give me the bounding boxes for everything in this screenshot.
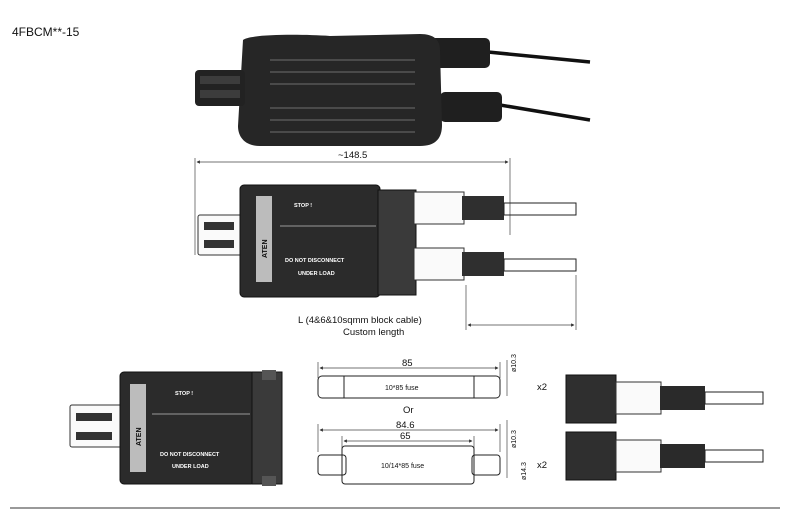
cable-note-line1: L (4&6&10sqmm block cable) (298, 315, 422, 326)
photo-cable-bottom (499, 103, 591, 122)
side-drawing: ~148.5 ATEN STOP ! DO NOT DISCONNECT UND… (194, 150, 577, 338)
drawing-warning-line2: UNDER LOAD (298, 271, 335, 277)
gland-detail-cable-bottom (704, 449, 764, 463)
cable-note-line2: Custom length (343, 327, 404, 338)
fuse-b-qty: x2 (537, 460, 547, 471)
drawing-gland-bottom (413, 247, 465, 281)
drawing-brand-panel (256, 196, 272, 282)
fuse-or-label: Or (403, 405, 414, 416)
photo-plug-slot-bottom (200, 90, 240, 98)
detail-front-plug (69, 404, 123, 448)
fuse-a-label: 10*85 fuse (385, 385, 419, 392)
gland-detail-nut-top (660, 386, 705, 410)
overall-length-label: ~148.5 (338, 150, 367, 161)
gland-detail-seal-bottom (615, 439, 662, 473)
drawing-branch-block (377, 189, 417, 296)
drawing-front-plug (197, 214, 244, 256)
fuse-b-body (341, 445, 475, 485)
drawing-cable-bottom (503, 258, 577, 272)
drawing-nut-top (462, 196, 504, 220)
fuse-b-body-label: 65 (400, 431, 411, 442)
photo-front-plug (195, 70, 245, 106)
detail-latch-top (262, 370, 276, 380)
fuse-b-label: 10/14*85 fuse (381, 463, 424, 470)
fuse-a-length-label: 85 (402, 358, 413, 369)
drawing-warning-line1: DO NOT DISCONNECT (285, 258, 345, 264)
photo-housing-ribs (270, 59, 415, 133)
drawing-brand-text: ATEN (262, 239, 269, 258)
drawing-plug-pin-top (204, 222, 234, 230)
gland-detail-housing-bottom (565, 431, 617, 481)
gland-detail-nut-bottom (660, 444, 705, 468)
photo-gland-top (428, 38, 490, 68)
detail-plug-pin-bottom (76, 432, 112, 440)
photo-housing (238, 34, 442, 146)
photo-plug-slot-top (200, 76, 240, 84)
drawing-cable-top (503, 202, 577, 216)
front-detail-drawing: ATEN STOP ! DO NOT DISCONNECT UNDER LOAD (69, 370, 283, 486)
photo-gland-bottom (440, 92, 502, 122)
model-label: 4FBCM**-15 (12, 25, 80, 39)
photo-cable-top (487, 50, 591, 64)
fuse-option-a: 85 10*85 fuse ø10.3 x2 (317, 354, 547, 399)
fuse-b-overall-label: 84.6 (396, 420, 415, 431)
detail-warning-line1: DO NOT DISCONNECT (160, 452, 220, 458)
drawing-gland-top (413, 191, 465, 225)
gland-detail-drawing (565, 374, 764, 481)
product-photo (195, 34, 591, 146)
detail-plug-pin-top (76, 413, 112, 421)
drawing-nut-bottom (462, 252, 504, 276)
gland-detail-housing-top (565, 374, 617, 424)
detail-stop-text: STOP ! (175, 391, 193, 397)
drawing-plug-pin-bottom (204, 240, 234, 248)
fuse-a-diameter-label: ø10.3 (511, 354, 518, 372)
fuse-b-cap-right (471, 454, 501, 476)
fuse-a-qty: x2 (537, 382, 547, 393)
fuse-a-body (317, 375, 501, 399)
detail-branch-block (251, 371, 283, 485)
detail-warning-line2: UNDER LOAD (172, 464, 209, 470)
drawing-stop-text: STOP ! (294, 203, 312, 209)
fuse-b-diameter-large: ø14.3 (521, 462, 528, 480)
gland-detail-cable-top (704, 391, 764, 405)
detail-brand-text: ATEN (136, 427, 143, 446)
fuse-option-b: 84.6 65 10/14*85 fuse ø10.3 ø14.3 x2 (317, 420, 547, 485)
fuse-b-cap-left (317, 454, 347, 476)
fuse-b-diameter-small: ø10.3 (511, 430, 518, 448)
detail-latch-bottom (262, 476, 276, 486)
detail-brand-panel (130, 384, 146, 472)
gland-detail-seal-top (615, 381, 662, 415)
